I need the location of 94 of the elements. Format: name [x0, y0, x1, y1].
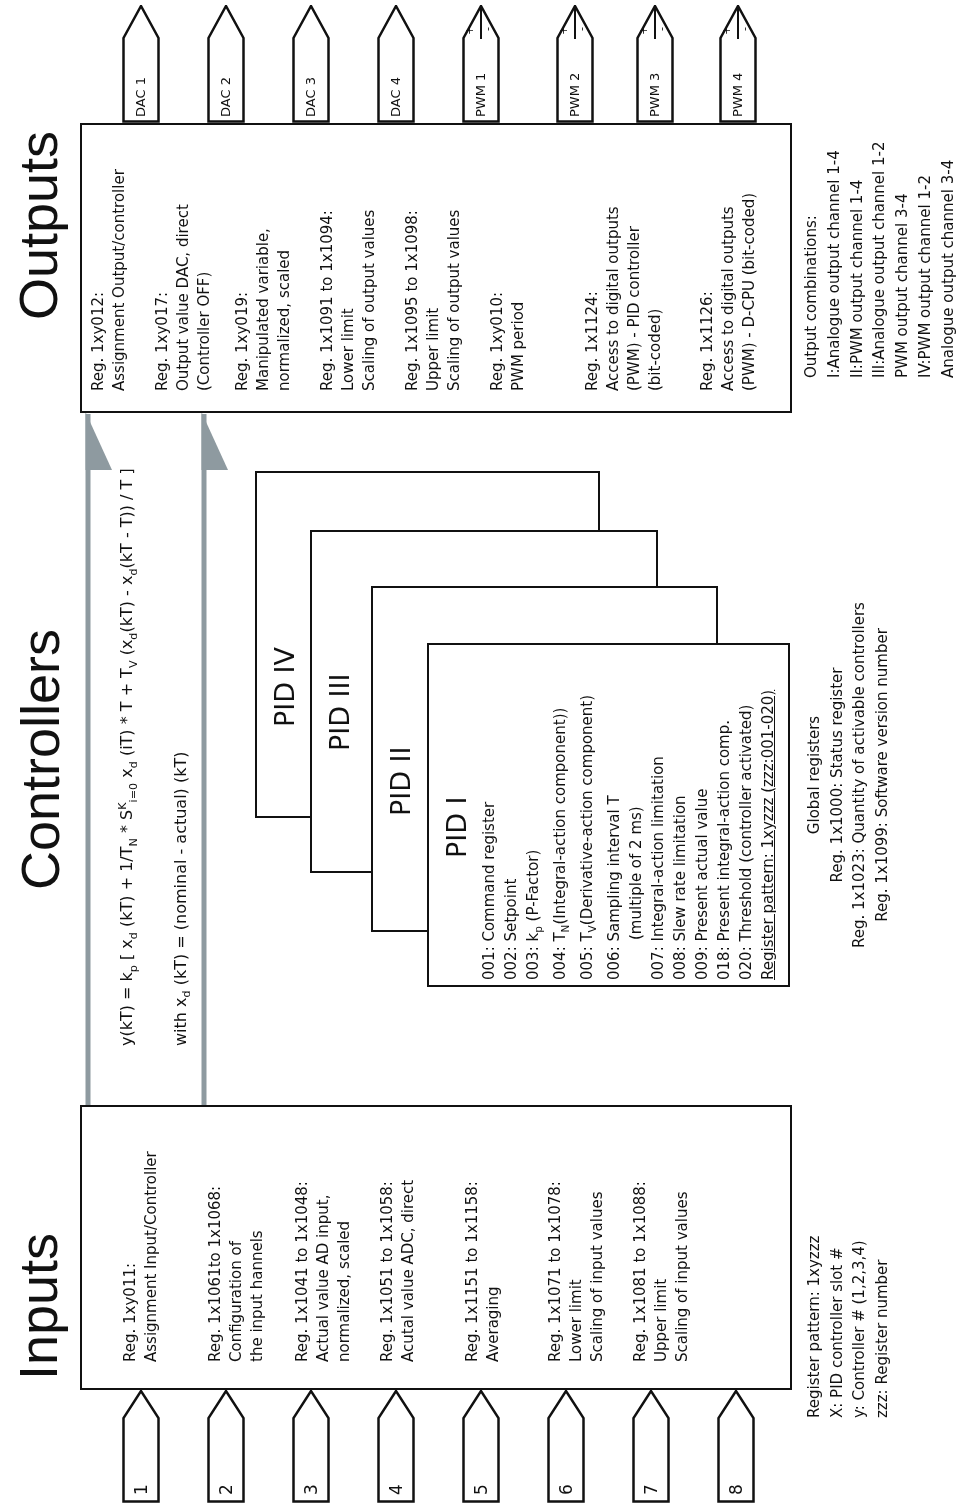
register-heading: Reg. 1xy017: [152, 290, 172, 391]
terminal-number: 2 [216, 1484, 236, 1495]
register-entry: 008: Slew rate limitation [670, 794, 690, 980]
register-entry: Register pattern: 1xyzzz (zzz:001-020) [758, 689, 778, 980]
register-description: Lower limit [566, 1278, 586, 1362]
terminal-label: PWM 4 [729, 72, 746, 117]
register-entry: 009: Present actual value [692, 787, 712, 980]
register-entry: 002: Setpoint [501, 877, 521, 980]
register-heading: Reg. 1xy012: [88, 290, 108, 391]
terminal-label: PWM 2 [566, 72, 583, 117]
terminal-number: 4 [386, 1484, 406, 1495]
polarity-sign: - [738, 27, 752, 31]
note-text: y: Controller # (1,2,3,4) [849, 1240, 869, 1418]
register-description: Scaling of output values [359, 208, 379, 391]
polarity-sign: - [655, 27, 669, 31]
controller-card [427, 643, 790, 987]
register-description: Averaging [483, 1285, 503, 1362]
flow-arrow [201, 412, 228, 1105]
flow-arrow [85, 412, 112, 1105]
terminal-label: DAC 2 [217, 77, 234, 117]
register-heading: Reg. 1x1126: [697, 290, 717, 391]
terminal-label: DAC 1 [132, 77, 149, 117]
note-text: IV:PWM output channel 1-2 [915, 175, 935, 378]
note-text: Reg. 1x1023: Quantity of activable controllers [849, 601, 869, 950]
register-description: Acutal value ADC, direct [398, 1178, 418, 1362]
note-text: Output combinations: [801, 215, 821, 378]
register-description: Assignment Output/controller [109, 168, 129, 391]
register-description: Manipulated variable, normalized, scaled [253, 227, 294, 391]
terminal-number: 8 [726, 1484, 746, 1495]
polarity-sign: - [481, 27, 495, 31]
register-heading: Reg. 1x1095 to 1x1098: [402, 209, 422, 391]
card-edge [371, 530, 658, 586]
register-description: Lower limit [338, 307, 358, 391]
note-text: III:Analogue output channel 1-2 [869, 141, 890, 378]
section-title: Inputs [8, 1232, 68, 1380]
register-description: Scaling of input values [587, 1190, 607, 1362]
terminal-label: PWM 3 [646, 72, 663, 117]
note-text: Reg. 1x1000: Status register [826, 666, 847, 885]
note-text: I:Analogue output channel 1-4 [823, 150, 844, 378]
controller-card [255, 471, 310, 818]
register-description: Configuration of the input hannels [226, 1229, 267, 1362]
terminal-label: PWM 1 [472, 72, 489, 117]
register-heading: Reg. 1x1091 to 1x1094: [317, 209, 337, 391]
controller-card [371, 586, 427, 932]
card-edge [427, 586, 718, 643]
controller-title: PID II [385, 746, 417, 816]
register-heading: Reg. 1xy010: [487, 290, 507, 391]
register-description: Assignment Input/Controller [141, 1150, 161, 1362]
note-text: zzz: Register number [871, 1259, 892, 1418]
register-description: Output value DAC, direct (Controller OFF) [173, 203, 214, 391]
note-text: PWM output channel 3-4 [892, 193, 913, 378]
terminal-label: DAC 3 [302, 77, 319, 117]
controller-title: PID IV [269, 646, 301, 727]
section-title: Outputs [8, 130, 68, 320]
register-heading: Reg. 1x1124: [582, 290, 602, 391]
register-description: Upper limit [423, 306, 443, 391]
note-text: II:PWM output channel 1-4 [846, 179, 867, 378]
note-text: X: PID controller slot # [826, 1247, 847, 1418]
register-heading: Reg. 1xy011: [120, 1261, 140, 1362]
register-description: Access to digital outputs (PWM) - D-CPU (bit-coded) [718, 191, 759, 391]
polarity-sign: - [575, 27, 589, 31]
terminal-number: 1 [131, 1484, 151, 1495]
card-edge [310, 471, 600, 530]
note-text: Reg. 1x1099: Software version number [871, 627, 892, 924]
register-description: Access to digital outputs (PWM) - PID controller (bit-coded) [603, 205, 665, 391]
controller-card [310, 530, 371, 873]
register-heading: Reg. 1x1081 to 1x1088: [630, 1180, 650, 1362]
register-heading: Reg. 1x1051 to 1x1058: [377, 1180, 397, 1362]
register-heading: Reg. 1x1071 to 1x1078: [545, 1180, 565, 1362]
terminal-number: 3 [301, 1484, 321, 1495]
terminal-number: 6 [556, 1484, 576, 1495]
register-description: Upper limit [651, 1277, 671, 1362]
register-description: Scaling of output values [444, 208, 464, 391]
register-description: Scaling of input values [672, 1190, 692, 1362]
register-description: Actual value AD input, normalized, scaled [313, 1193, 354, 1362]
note-text: Analogue output channel 3-4 [937, 159, 958, 378]
register-heading: Reg. 1xy019: [232, 290, 252, 391]
terminal-number: 5 [471, 1484, 491, 1495]
controller-title: PID III [324, 673, 356, 751]
register-entry: 007: Integral-action limitation [648, 755, 668, 980]
note-text: Register pattern: 1xyzzz [804, 1235, 824, 1418]
register-heading: Reg. 1x1041 to 1x1048: [292, 1180, 312, 1362]
register-entry: 006: Sampling interval T (multiple of 2 ms) [604, 794, 646, 980]
terminal-label: DAC 4 [387, 77, 404, 117]
register-entry: 001: Command register [479, 800, 499, 980]
register-entry: 018: Present integral-action comp. [714, 719, 734, 980]
section-title: Controllers [10, 628, 70, 890]
register-description: PWM period [508, 300, 528, 391]
controller-title: PID I [441, 796, 473, 858]
register-heading: Reg. 1x1151 to 1x1158: [462, 1180, 482, 1362]
register-heading: Reg. 1x1061to 1x1068: [205, 1184, 225, 1362]
note-text: Global registers [804, 714, 824, 837]
terminal-number: 7 [641, 1484, 661, 1495]
register-entry: 020: Threshold (controller activated) [736, 703, 756, 980]
